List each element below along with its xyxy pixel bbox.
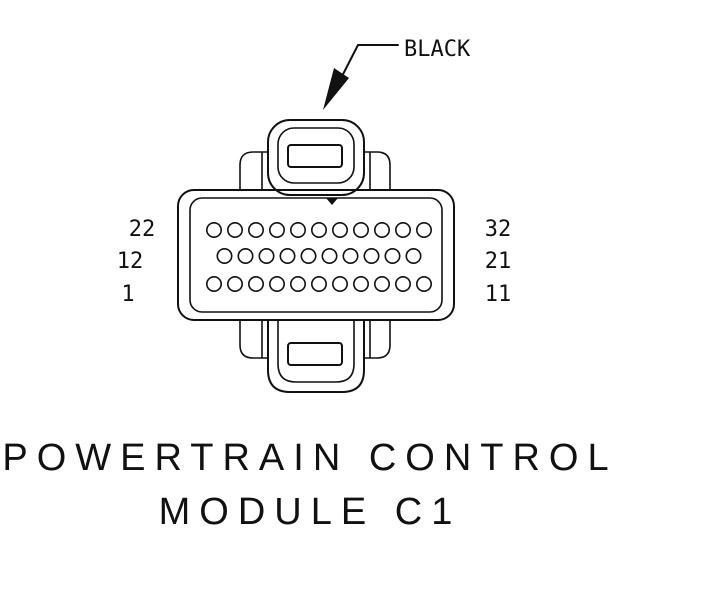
row-label-left-bottom: 1 xyxy=(121,282,134,307)
pin-cavity-top-22 xyxy=(206,222,223,239)
pin-cavity-middle-20 xyxy=(384,248,401,265)
top-shoulder-left xyxy=(239,151,268,190)
pin-cavity-bottom-6 xyxy=(310,275,327,292)
connector-shell-outer xyxy=(177,189,455,321)
title-line-2: MODULE C1 xyxy=(159,491,462,533)
color-callout: BLACK xyxy=(323,37,471,110)
bottom-latch-outer xyxy=(267,319,365,393)
top-latch-window xyxy=(287,144,343,168)
callout-arrowhead xyxy=(323,68,349,110)
top-latch-outer xyxy=(267,119,365,196)
pin-cavity-middle-18 xyxy=(342,248,359,265)
pin-cavity-middle-14 xyxy=(258,248,275,265)
right-row-labels: 32 21 11 xyxy=(485,217,512,307)
pin-cavity-middle-19 xyxy=(363,248,380,265)
callout-label: BLACK xyxy=(404,37,471,62)
pin-cavity-top-31 xyxy=(394,222,411,239)
pin-cavity-middle-15 xyxy=(279,248,296,265)
pin-cavity-middle-13 xyxy=(237,248,254,265)
pin-cavity-bottom-5 xyxy=(289,275,306,292)
pin-cavity-top-27 xyxy=(310,222,327,239)
pin-cavity-top-32 xyxy=(415,222,432,239)
pin-cavity-bottom-11 xyxy=(415,275,432,292)
bottom-latch-window xyxy=(287,342,343,366)
pin-cavity-bottom-2 xyxy=(227,275,244,292)
bottom-latch-inner xyxy=(277,320,355,383)
pin-cavity-top-28 xyxy=(331,222,348,239)
pin-cavity-middle-17 xyxy=(321,248,338,265)
pin-cavity-top-30 xyxy=(373,222,390,239)
pin-cavity-bottom-3 xyxy=(248,275,265,292)
pin-cavity-bottom-8 xyxy=(352,275,369,292)
left-row-labels: 22 12 1 xyxy=(117,217,156,307)
row-label-left-top: 22 xyxy=(129,217,156,242)
pin-cavity-bottom-10 xyxy=(394,275,411,292)
connector-shell-inner xyxy=(189,197,443,313)
pin-cavities xyxy=(206,222,432,292)
row-label-right-bottom: 11 xyxy=(485,282,512,307)
pin-cavity-bottom-4 xyxy=(268,275,285,292)
pin-cavity-top-24 xyxy=(248,222,265,239)
callout-leader-line xyxy=(336,44,399,87)
row-label-left-middle: 12 xyxy=(117,249,144,274)
top-latch-inner xyxy=(277,127,355,184)
connector-housing xyxy=(177,119,455,393)
pin-cavity-top-26 xyxy=(289,222,306,239)
pin-cavity-top-29 xyxy=(352,222,369,239)
pin-cavity-middle-16 xyxy=(300,248,317,265)
title-line-1: POWERTRAIN CONTROL xyxy=(2,437,617,479)
row-label-right-middle: 21 xyxy=(485,249,512,274)
top-shoulder-right xyxy=(364,151,391,190)
diagram-title: POWERTRAIN CONTROL MODULE C1 xyxy=(2,437,617,533)
row-label-right-top: 32 xyxy=(485,217,512,242)
key-notch xyxy=(326,198,338,205)
bottom-shoulder-right xyxy=(364,320,391,359)
pin-cavity-bottom-7 xyxy=(331,275,348,292)
pin-cavity-bottom-9 xyxy=(373,275,390,292)
pin-cavity-top-25 xyxy=(268,222,285,239)
pin-cavity-top-23 xyxy=(227,222,244,239)
bottom-shoulder-left xyxy=(239,320,268,359)
pin-cavity-bottom-1 xyxy=(206,275,223,292)
pin-cavity-middle-12 xyxy=(216,248,233,265)
pin-cavity-middle-21 xyxy=(405,248,422,265)
